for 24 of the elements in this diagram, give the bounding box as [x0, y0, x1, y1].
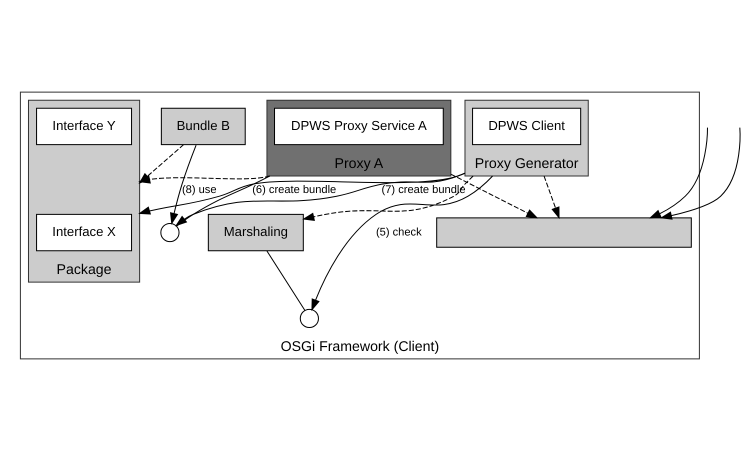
node-box: Bundle B [160, 108, 246, 146]
arrow [648, 128, 708, 220]
arrow [660, 128, 741, 220]
node-box: DPWS Client [472, 108, 582, 146]
arrow [450, 174, 538, 219]
connector [176, 176, 270, 227]
connector [266, 250, 306, 311]
node-circle [300, 308, 319, 328]
node-box [436, 217, 692, 248]
arrow [311, 176, 494, 312]
arrow [544, 176, 560, 220]
edge-label: (7) create bundle [382, 184, 466, 196]
arrow [170, 144, 197, 225]
edge-label: (6) create bundle [252, 184, 336, 196]
arrow [138, 175, 270, 184]
arrow [175, 172, 466, 226]
arrow [302, 176, 474, 221]
node-box: Interface X [36, 214, 132, 252]
node-box: Interface Y [36, 108, 132, 146]
node-box: DPWS Proxy Service A [274, 108, 444, 146]
node-circle [160, 222, 180, 242]
edge-label: (5) check [376, 226, 422, 238]
edge-label: (8) use [182, 184, 217, 196]
node-box: Marshaling [208, 214, 304, 252]
